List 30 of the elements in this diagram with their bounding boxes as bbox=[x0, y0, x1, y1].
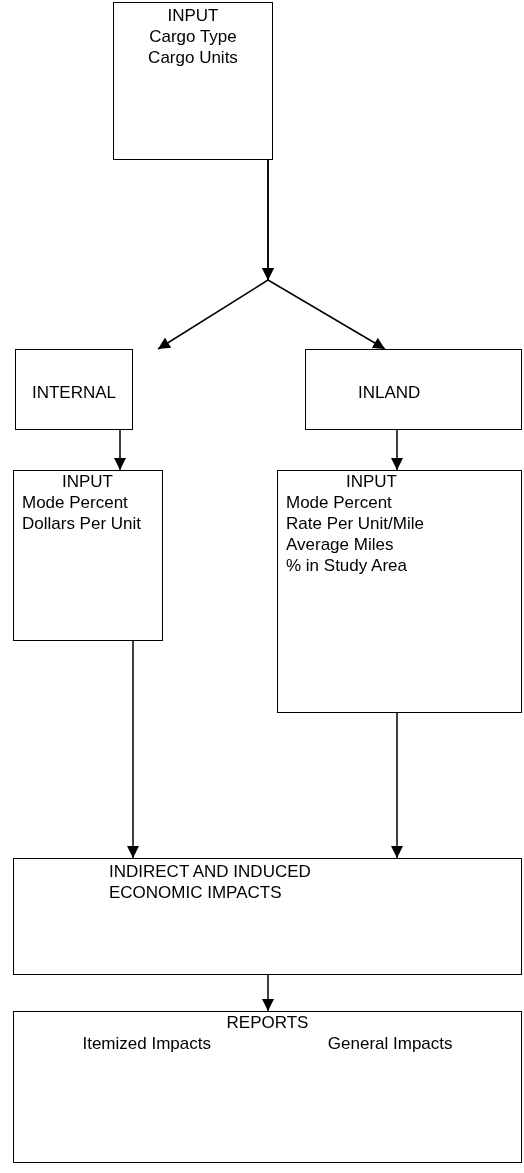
box-text: Mode Percent bbox=[22, 492, 129, 513]
arrow bbox=[262, 974, 274, 1012]
arrow bbox=[127, 640, 139, 859]
process-box bbox=[277, 470, 522, 713]
box-heading: INPUT bbox=[345, 471, 398, 492]
box-text: General Impacts bbox=[327, 1033, 453, 1054]
arrow bbox=[391, 429, 403, 471]
box-text: % in Study Area bbox=[286, 555, 408, 576]
box-text: INLAND bbox=[357, 382, 422, 403]
box-text: INDIRECT AND INDUCED ECONOMIC IMPACTS bbox=[109, 861, 312, 903]
process-box bbox=[13, 1011, 522, 1163]
arrow bbox=[391, 712, 403, 859]
box-text: Mode Percent bbox=[286, 492, 393, 513]
arrow bbox=[262, 159, 386, 350]
box-text: Rate Per Unit/Mile bbox=[286, 513, 425, 534]
process-box bbox=[13, 470, 163, 641]
box-text: Dollars Per Unit bbox=[22, 513, 143, 534]
process-box bbox=[13, 858, 522, 975]
arrow bbox=[114, 429, 126, 471]
box-heading: INPUT bbox=[166, 5, 220, 26]
box-heading: REPORTS bbox=[225, 1012, 310, 1033]
process-box bbox=[113, 2, 273, 160]
box-text: Itemized Impacts bbox=[82, 1033, 211, 1054]
box-heading: INPUT bbox=[61, 471, 114, 492]
process-box bbox=[15, 349, 133, 430]
box-text: INTERNAL bbox=[30, 382, 118, 403]
process-box bbox=[305, 349, 522, 430]
box-text: Cargo Units bbox=[147, 47, 239, 68]
box-text: Average Miles bbox=[286, 534, 395, 555]
box-text: Cargo Type bbox=[148, 26, 238, 47]
